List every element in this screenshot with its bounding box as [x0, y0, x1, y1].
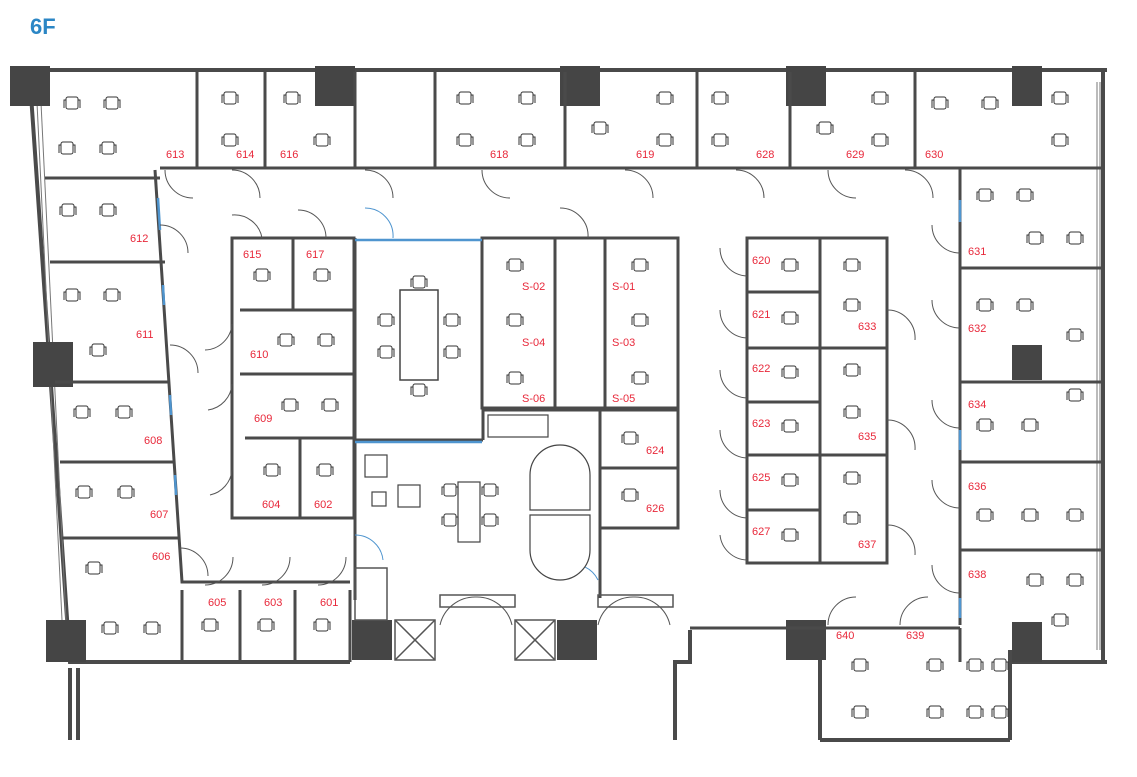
pantry-furniture: [364, 414, 591, 581]
room-label-606: 606: [152, 551, 170, 563]
room-label-622: 622: [752, 363, 770, 375]
room-label-602: 602: [314, 499, 332, 511]
room-label-627: 627: [752, 526, 770, 538]
room-label-631: 631: [968, 246, 986, 258]
room-label-613: 613: [166, 149, 184, 161]
room-labels: 613 614 616 618 619 628 629 630 612 611 …: [130, 149, 986, 642]
elevators: [354, 567, 674, 661]
room-label-610: 610: [250, 349, 268, 361]
room-label-605: 605: [208, 597, 226, 609]
room-label-629: 629: [846, 149, 864, 161]
room-label-640: 640: [836, 630, 854, 642]
room-label-634: 634: [968, 399, 986, 411]
room-label-635: 635: [858, 431, 876, 443]
room-label-612: 612: [130, 233, 148, 245]
partitions: [45, 72, 1103, 662]
room-label-614: 614: [236, 149, 254, 161]
room-label-s02: S-02: [522, 281, 545, 293]
room-label-618: 618: [490, 149, 508, 161]
room-label-616: 616: [280, 149, 298, 161]
room-label-638: 638: [968, 569, 986, 581]
room-label-608: 608: [144, 435, 162, 447]
room-label-624: 624: [646, 445, 664, 457]
room-label-636: 636: [968, 481, 986, 493]
room-label-607: 607: [150, 509, 168, 521]
room-label-623: 623: [752, 418, 770, 430]
room-label-617: 617: [306, 249, 324, 261]
room-label-632: 632: [968, 323, 986, 335]
room-label-620: 620: [752, 255, 770, 267]
structural-columns: [10, 66, 1042, 662]
room-label-615: 615: [243, 249, 261, 261]
meeting-table: [377, 275, 461, 397]
room-label-603: 603: [264, 597, 282, 609]
room-label-604: 604: [262, 499, 280, 511]
room-label-s04: S-04: [522, 337, 545, 349]
room-label-619: 619: [636, 149, 654, 161]
room-label-s06: S-06: [522, 393, 545, 405]
floor-label: 6F: [30, 14, 56, 39]
room-label-625: 625: [752, 472, 770, 484]
room-label-s05: S-05: [612, 393, 635, 405]
room-label-639: 639: [906, 630, 924, 642]
room-label-628: 628: [756, 149, 774, 161]
room-label-633: 633: [858, 321, 876, 333]
room-label-611: 611: [136, 329, 154, 341]
room-label-s03: S-03: [612, 337, 635, 349]
glass-walls: [156, 197, 962, 618]
room-label-621: 621: [752, 309, 770, 321]
door-swings: [159, 169, 961, 626]
room-label-630: 630: [925, 149, 943, 161]
room-label-626: 626: [646, 503, 664, 515]
room-label-637: 637: [858, 539, 876, 551]
room-label-s01: S-01: [612, 281, 635, 293]
room-label-609: 609: [254, 413, 272, 425]
room-label-601: 601: [320, 597, 338, 609]
